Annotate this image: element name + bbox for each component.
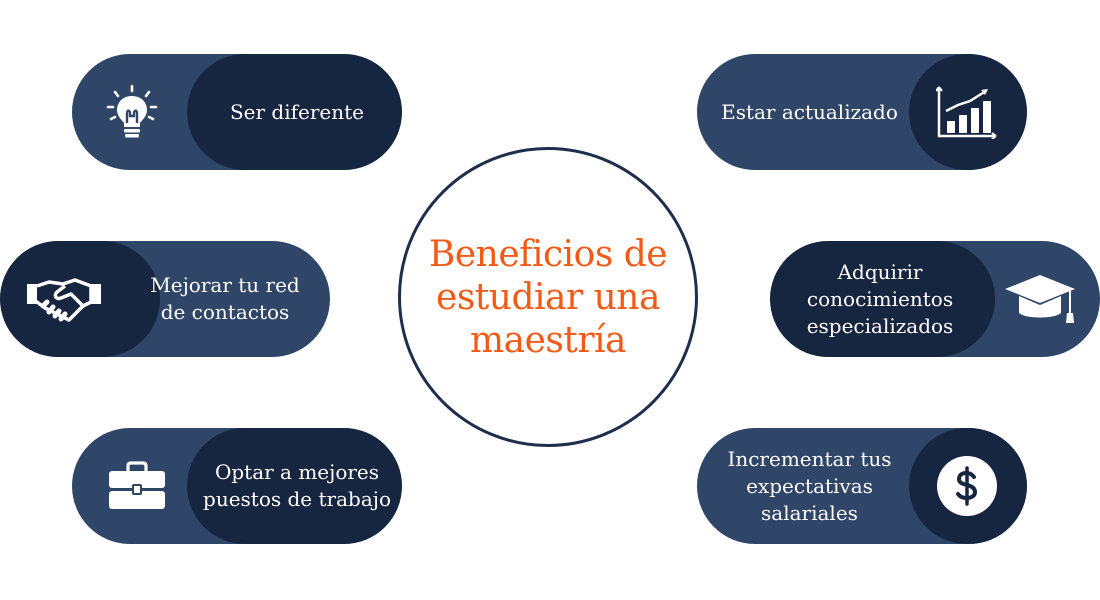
benefit-label: Optar a mejores puestos de trabajo: [203, 460, 391, 511]
handshake-icon: [14, 241, 114, 357]
pill-dark-segment: [0, 241, 160, 357]
benefit-label: Ser diferente: [229, 99, 365, 124]
center-circle: Beneficios de estudiar una maestría: [398, 147, 698, 447]
pill-dark-segment: [909, 54, 1027, 170]
benefit-ser-diferente: Ser diferente: [72, 54, 402, 170]
benefit-label: Mejorar tu red de contactos: [150, 273, 300, 324]
bar-chart-growth-icon: [922, 54, 1012, 170]
pill-dark-segment: [187, 428, 402, 544]
benefit-label: Incrementar tus expectativas salariales: [727, 446, 892, 525]
dollar-coin-icon: [922, 428, 1012, 544]
pill-dark-segment: [187, 54, 402, 170]
benefit-mejores-puestos: Optar a mejores puestos de trabajo: [72, 428, 402, 544]
benefit-label: Adquirir conocimientos especializados: [806, 259, 954, 338]
benefit-red-contactos: Mejorar tu red de contactos: [0, 241, 330, 357]
briefcase-icon: [72, 428, 202, 544]
benefit-conocimientos: Adquirir conocimientos especializados: [770, 241, 1100, 357]
benefit-actualizado: Estar actualizado: [697, 54, 1027, 170]
benefit-label: Estar actualizado: [721, 99, 898, 124]
benefit-salariales: Incrementar tus expectativas salariales: [697, 428, 1027, 544]
graduation-cap-icon: [992, 241, 1088, 357]
pill-dark-segment: [770, 241, 995, 357]
lightbulb-icon: [72, 54, 192, 170]
center-title: Beneficios de estudiar una maestría: [428, 233, 668, 361]
